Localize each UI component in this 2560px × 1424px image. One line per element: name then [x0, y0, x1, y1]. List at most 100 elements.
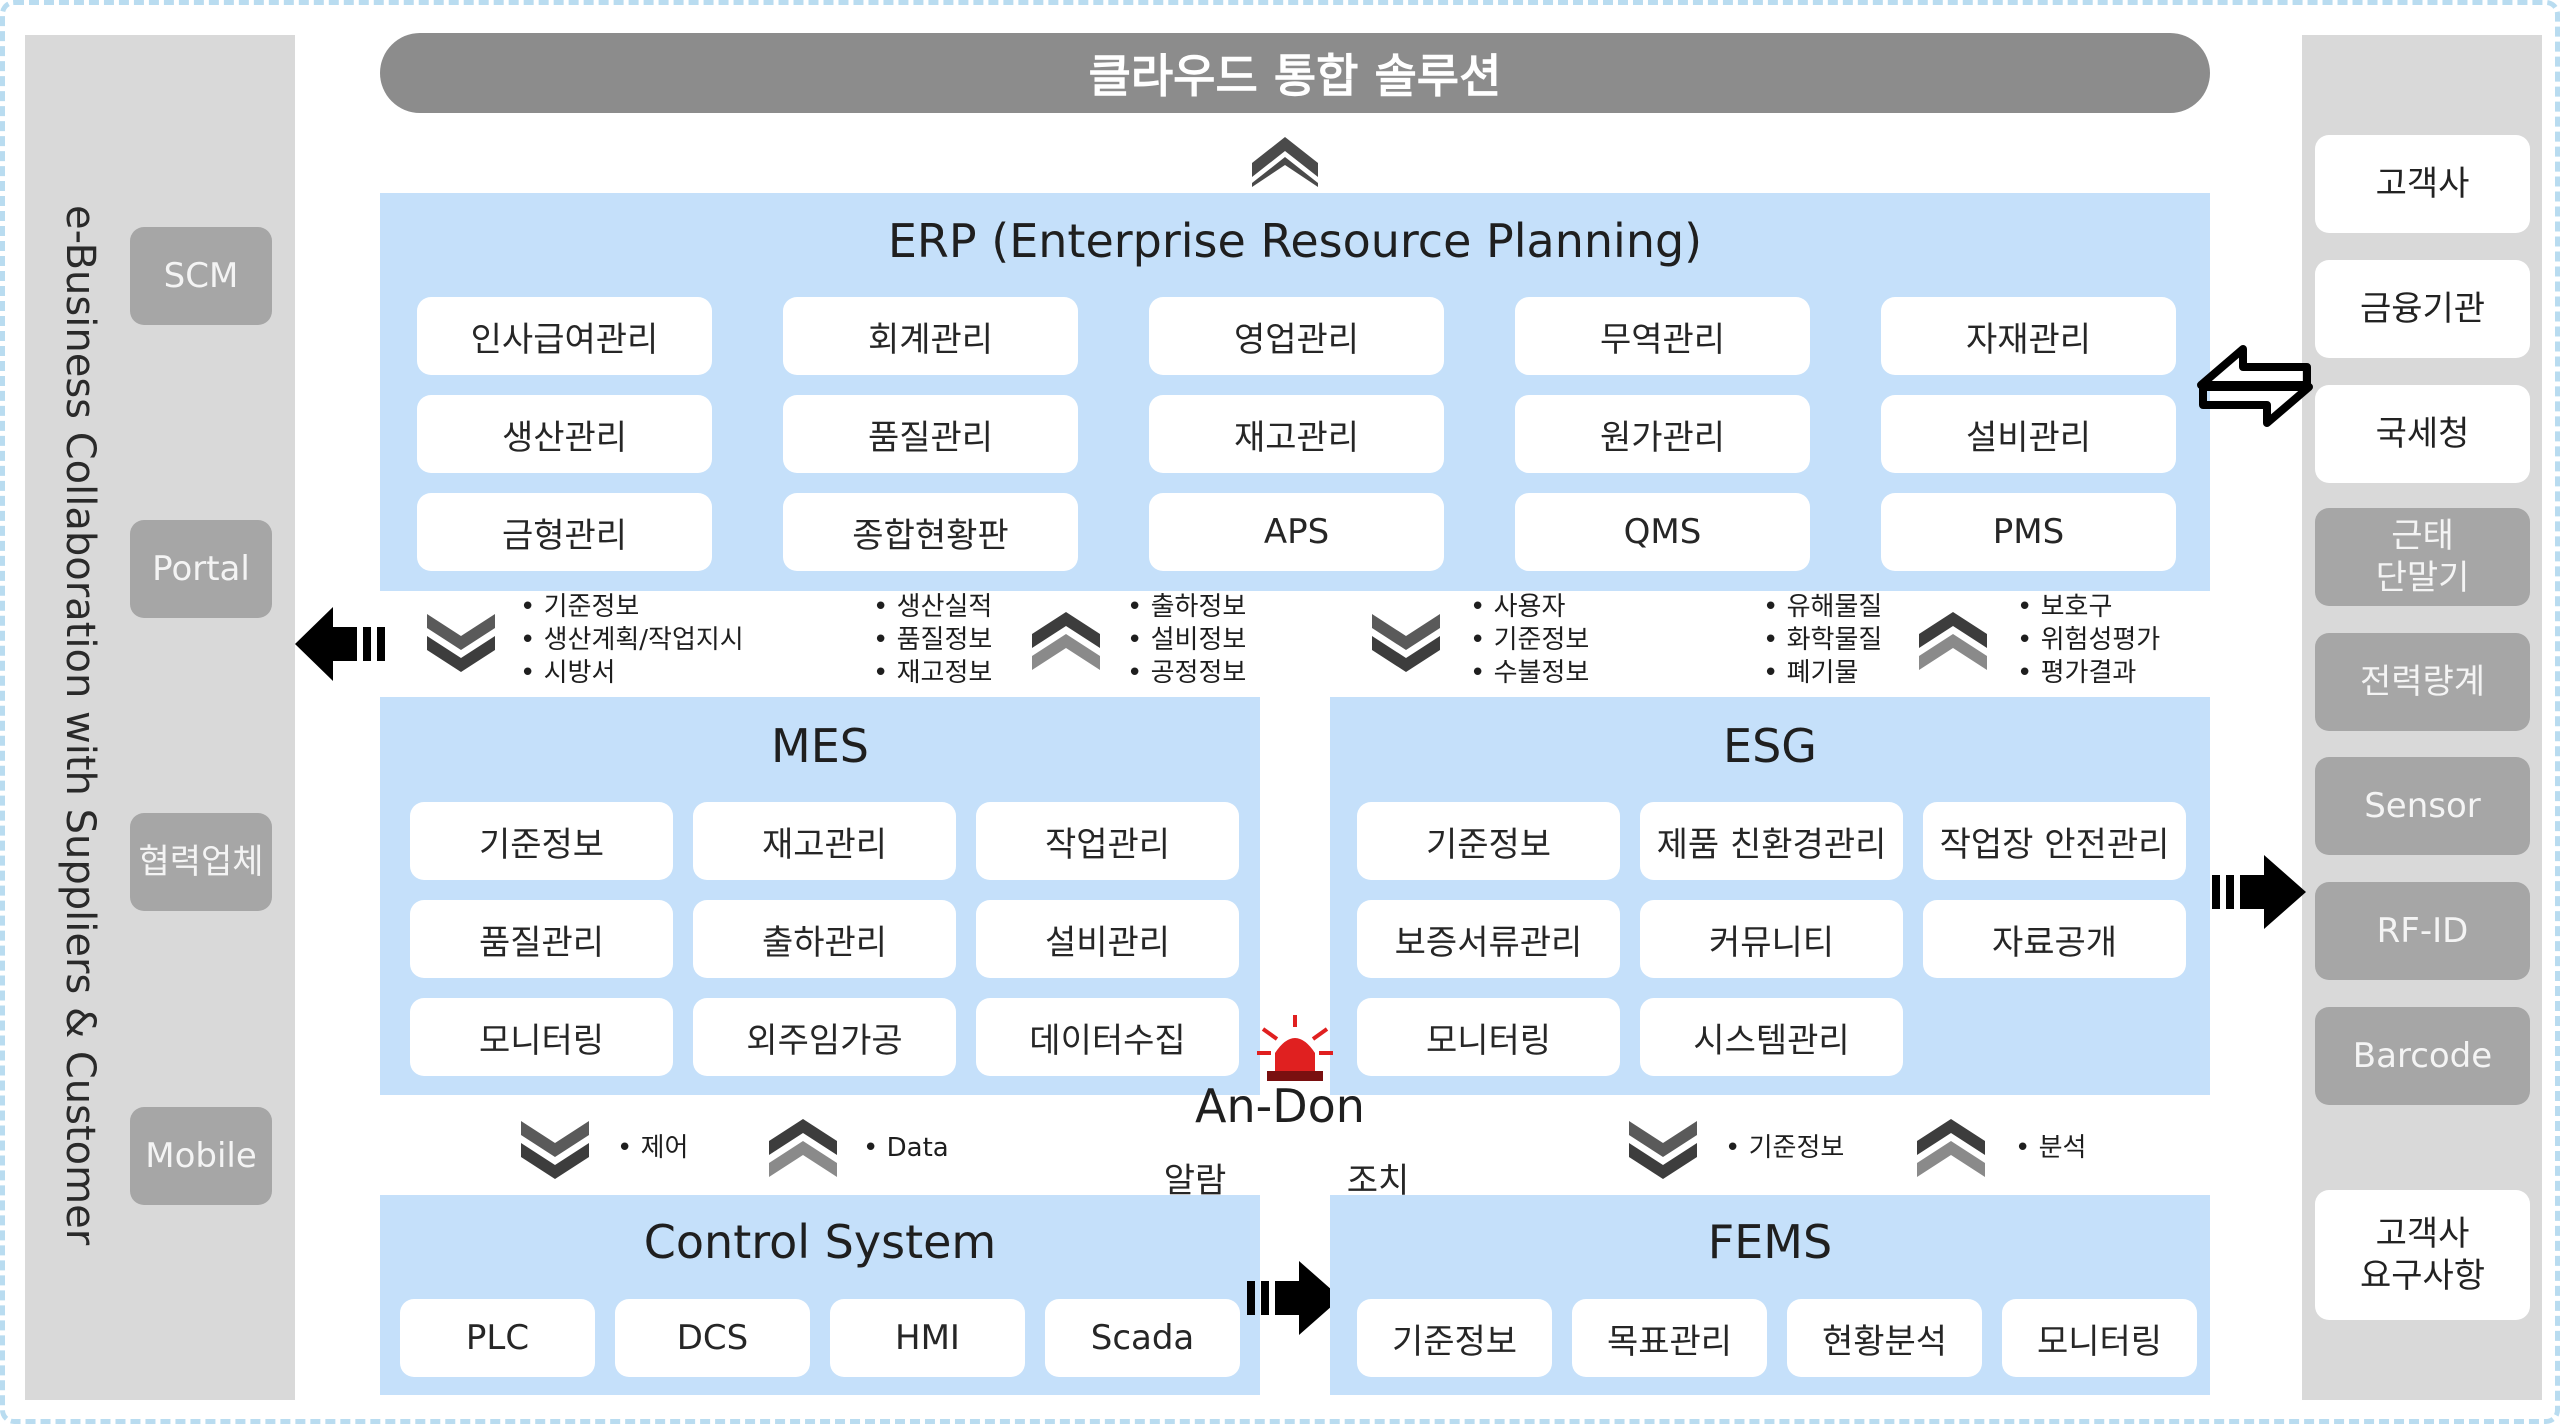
flow-bullet: 설비정보 [1127, 624, 1247, 657]
flow-erp-mes-up: 생산실적품질정보재고정보 [873, 591, 993, 690]
left-item-partners: 협력업체 [130, 813, 272, 911]
mes-module: 작업관리 [976, 802, 1239, 880]
esg-module: 모니터링 [1357, 998, 1620, 1076]
left-item-portal: Portal [130, 520, 272, 618]
flow-bullet: 보호구 [2017, 591, 2160, 624]
title-text: 클라우드 통합 솔루션 [1088, 49, 1502, 103]
flow-bullet: 기준정보 [520, 591, 744, 624]
mes-title: MES [771, 719, 869, 773]
right-item-sensor: Sensor [2315, 757, 2530, 855]
erp-module: 재고관리 [1149, 395, 1444, 473]
chevron-up-icon [1917, 1119, 1985, 1177]
flow-bullet: 출하정보 [1127, 591, 1247, 624]
control-module: DCS [615, 1299, 810, 1377]
erp-module: 자재관리 [1881, 297, 2176, 375]
right-item-rfid: RF-ID [2315, 882, 2530, 980]
mes-module: 품질관리 [410, 900, 673, 978]
chevron-down-icon [427, 614, 495, 672]
flow-bullet: 위험성평가 [2017, 624, 2161, 657]
flow-erp-esg-up: 보호구위험성평가평가결과 [2017, 591, 2161, 690]
flow-bullet: 제어 [617, 1132, 689, 1165]
esg-module: 커뮤니티 [1640, 900, 1903, 978]
chevron-down-icon [1629, 1121, 1697, 1179]
erp-module: 회계관리 [783, 297, 1078, 375]
esg-module: 기준정보 [1357, 802, 1620, 880]
flow-bullet: 시방서 [520, 657, 744, 690]
right-item-barcode: Barcode [2315, 1007, 2530, 1105]
andon-title: An-Don [1195, 1079, 1365, 1133]
flow-mes-control-up: Data [863, 1132, 949, 1165]
flow-esg-fems-up: 분석 [2015, 1132, 2087, 1165]
chevron-up-icon [769, 1119, 837, 1177]
arrow-right-small-icon [1247, 1261, 1341, 1335]
control-title: Control System [643, 1215, 997, 1269]
flow-erp-esg-down: 사용자기준정보수불정보 [1470, 591, 1590, 690]
control-module: PLC [400, 1299, 595, 1377]
flow-erp-mes-down: 기준정보생산계획/작업지시시방서 [520, 591, 744, 690]
mes-module: 재고관리 [693, 802, 956, 880]
erp-module: 인사급여관리 [417, 297, 712, 375]
esg-module: 보증서류관리 [1357, 900, 1620, 978]
flow-esg-fems-down: 기준정보 [1725, 1132, 1845, 1165]
flow-bullet: 기준정보 [1725, 1132, 1845, 1165]
chevron-up-icon [1252, 137, 1318, 187]
mes-module: 설비관리 [976, 900, 1239, 978]
arrow-left-icon [295, 607, 385, 681]
flow-bullet: 유해물질 [1763, 591, 1883, 624]
flow-bullet: 분석 [2015, 1132, 2087, 1165]
erp-module: 무역관리 [1515, 297, 1810, 375]
flow-bullet: 폐기물 [1763, 657, 1882, 690]
erp-title: ERP (Enterprise Resource Planning) [887, 214, 1703, 268]
mes-module: 출하관리 [693, 900, 956, 978]
erp-module: 금형관리 [417, 493, 712, 571]
esg-module: 작업장 안전관리 [1923, 802, 2186, 880]
flow-bullet: 공정정보 [1127, 657, 1247, 690]
erp-module: 설비관리 [1881, 395, 2176, 473]
right-item-tax-office: 국세청 [2315, 385, 2530, 483]
title-bar: 클라우드 통합 솔루션 [380, 33, 2210, 113]
control-module: Scada [1045, 1299, 1240, 1377]
right-item-attendance-terminal: 근태 단말기 [2315, 508, 2530, 606]
chevron-down-icon [521, 1121, 589, 1179]
flow-bullet: 화학물질 [1763, 624, 1883, 657]
flow-erp-esg-mid: 유해물질화학물질폐기물 [1763, 591, 1883, 690]
esg-module: 제품 친환경관리 [1640, 802, 1903, 880]
flow-bullet: 품질정보 [873, 624, 993, 657]
left-item-mobile: Mobile [130, 1107, 272, 1205]
chevron-down-icon [1372, 614, 1440, 672]
flow-bullet: 생산계획/작업지시 [520, 624, 744, 657]
erp-module: 생산관리 [417, 395, 712, 473]
fems-module: 모니터링 [2002, 1299, 2197, 1377]
arrow-right-icon [2212, 855, 2306, 929]
right-item-finance: 금융기관 [2315, 260, 2530, 358]
fems-title: FEMS [1707, 1215, 1833, 1269]
erp-module: APS [1149, 493, 1444, 571]
erp-module: 영업관리 [1149, 297, 1444, 375]
fems-module: 현황분석 [1787, 1299, 1982, 1377]
esg-module: 시스템관리 [1640, 998, 1903, 1076]
erp-module: 원가관리 [1515, 395, 1810, 473]
mes-module: 모니터링 [410, 998, 673, 1076]
flow-bullet: 사용자 [1470, 591, 1589, 624]
esg-title: ESG [1723, 719, 1817, 773]
right-item-customer-requirements: 고객사 요구사항 [2315, 1190, 2530, 1320]
flow-bullet: Data [863, 1132, 949, 1165]
double-arrow-icon [2197, 345, 2313, 427]
siren-icon [1257, 1015, 1333, 1081]
mes-module: 외주임가공 [693, 998, 956, 1076]
fems-module: 목표관리 [1572, 1299, 1767, 1377]
flow-bullet: 생산실적 [873, 591, 993, 624]
erp-module: 품질관리 [783, 395, 1078, 473]
erp-module: 종합현황판 [783, 493, 1078, 571]
chevron-up-icon [1032, 612, 1100, 670]
chevron-up-icon [1919, 612, 1987, 670]
esg-module: 자료공개 [1923, 900, 2186, 978]
erp-module: QMS [1515, 493, 1810, 571]
control-module: HMI [830, 1299, 1025, 1377]
erp-module: PMS [1881, 493, 2176, 571]
flow-bullet: 평가결과 [2017, 657, 2160, 690]
mes-module: 데이터수집 [976, 998, 1239, 1076]
mes-module: 기준정보 [410, 802, 673, 880]
left-item-scm: SCM [130, 227, 272, 325]
